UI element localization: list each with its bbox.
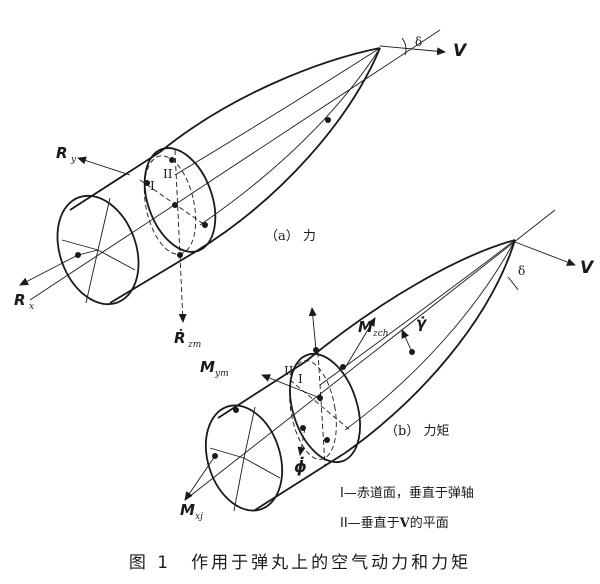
top-point	[169, 157, 175, 163]
bottom-point	[340, 364, 346, 370]
bottom-velocity-label: V	[580, 258, 595, 278]
top-caption: （a） 力	[265, 229, 316, 244]
top-base-radial	[97, 249, 136, 271]
legend-line-2-pre: II—垂直于	[340, 516, 400, 531]
bottom-base-radial	[209, 447, 245, 459]
bottom-delta-arc	[507, 276, 519, 291]
bottom-point	[233, 407, 239, 413]
top-cylinder-top	[69, 151, 161, 211]
bottom-axis-line	[184, 209, 556, 501]
bottom-velocity-line	[514, 241, 576, 266]
top-ry-sub: y	[70, 155, 77, 165]
top-dash-line	[174, 149, 181, 256]
top-ogive-upper	[159, 47, 381, 153]
bottom-plane-i-label: I	[298, 372, 303, 386]
bottom-ogive-mid2	[344, 239, 516, 431]
top-delta-arc	[401, 37, 407, 56]
top-base-radial	[85, 249, 99, 304]
bottom-base-radial	[233, 457, 245, 512]
top-ogive-mid2	[199, 47, 381, 226]
top-cylinder-bottom	[109, 251, 196, 304]
bottom-base-ellipse	[205, 404, 283, 512]
bottom-phi-arrow	[297, 427, 306, 456]
bottom-mzch-label: M	[358, 318, 373, 336]
bottom-gamma-arrow	[401, 329, 413, 353]
bottom-dash-line	[317, 351, 326, 466]
bottom-point	[300, 425, 306, 431]
top-dash-line	[139, 179, 206, 226]
top-equator-ellipse	[143, 147, 217, 253]
bottom-mzch-arrow	[344, 317, 376, 369]
bottom-phi-label: ϕ̇	[294, 456, 307, 476]
legend-line-1: I—赤道面，垂直于弹轴	[340, 486, 474, 501]
top-plane-i-label: I	[150, 179, 155, 193]
top-ogive-mid	[174, 47, 381, 176]
figure-caption: 图 1 作用于弹丸上的空气动力和力矩	[128, 553, 472, 573]
bottom-base-radial	[243, 457, 281, 479]
bottom-plane-ii-label: II	[284, 364, 294, 378]
top-rx-arrow	[19, 254, 79, 286]
top-base-radial	[61, 239, 99, 251]
legend-line-2-post: 的平面	[409, 516, 449, 531]
bottom-gamma-label: γ̇	[416, 314, 428, 332]
top-base-radial	[97, 197, 111, 251]
top-rzm-sub: zm	[187, 340, 201, 350]
bottom-ogive-upper	[304, 239, 516, 363]
legend-line-2-symbol: V	[399, 516, 410, 531]
top-point	[202, 222, 208, 228]
bottom-mym-label: M	[200, 358, 215, 376]
top-rx-label: R	[14, 291, 26, 309]
legend-line-2: II—垂直于V的平面	[340, 509, 474, 539]
top-plane-ii-label: II	[163, 167, 173, 181]
top-projectile: V δ R y R x Ṙ zm I II （a） 力	[14, 29, 468, 350]
top-ogive-lower	[194, 47, 381, 253]
top-point	[172, 202, 178, 208]
bottom-mym-sub: ym	[214, 369, 229, 379]
top-delta-label: δ	[415, 35, 422, 49]
top-rzm-arrow	[178, 254, 187, 323]
top-rzm-label: Ṙ	[174, 328, 186, 347]
bottom-cylinder-bottom	[254, 452, 346, 511]
bottom-dash-line	[289, 379, 351, 431]
legend: I—赤道面，垂直于弹轴 II—垂直于V的平面	[340, 479, 474, 539]
bottom-base-radial	[243, 406, 256, 459]
bottom-point	[324, 437, 330, 443]
bottom-plane-ellipse	[289, 360, 337, 460]
bottom-ogive-lower	[344, 239, 516, 454]
top-point	[325, 117, 331, 123]
top-ry-label: R	[56, 144, 68, 162]
top-rx-sub: x	[29, 302, 34, 312]
bottom-mxj-label: M	[180, 501, 195, 519]
top-velocity-line	[379, 45, 446, 56]
bottom-mzch-sub: zch	[372, 329, 389, 339]
bottom-ogive-mid	[319, 239, 516, 386]
bottom-up-arrow	[308, 307, 317, 351]
bottom-caption: （b） 力矩	[385, 424, 449, 439]
top-velocity-label: V	[453, 41, 468, 61]
top-point	[144, 180, 150, 186]
bottom-cylinder-top	[217, 361, 306, 419]
bottom-mxj-sub: xj	[195, 512, 203, 522]
bottom-mym-arrow	[261, 374, 321, 399]
top-axis-line	[29, 29, 441, 301]
bottom-equator-ellipse	[289, 352, 361, 464]
top-ry-arrow	[77, 156, 131, 176]
top-base-radial	[77, 249, 99, 256]
bottom-projectile: V δ M zch γ̇ M ym ϕ̇ M xj I II （b） 力矩	[180, 209, 595, 522]
bottom-mxj-arrow	[184, 455, 216, 501]
bottom-delta-label: δ	[518, 264, 525, 278]
